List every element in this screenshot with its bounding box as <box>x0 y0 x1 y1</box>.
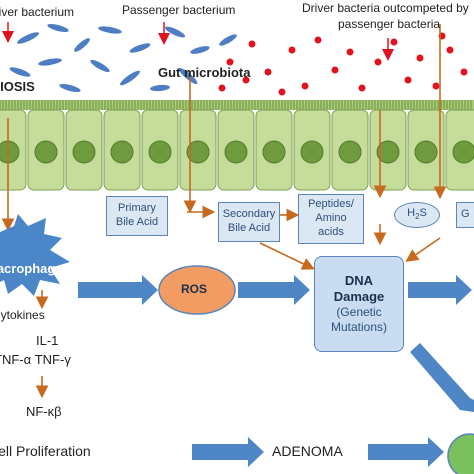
gut-microbiota-label: Gut microbiota <box>158 65 251 80</box>
epithelial-layer <box>0 100 474 191</box>
tnf-label: TNF-α TNF-γ <box>0 352 71 367</box>
right-cut-box: G <box>456 202 474 228</box>
peptides-amino-acids-box: Peptides/ Amino acids <box>298 194 364 244</box>
driver-outcompeted-label-1: Driver bacteria outcompeted by <box>302 1 469 15</box>
nfkb-label: NF-κβ <box>26 404 62 419</box>
cell-nucleus <box>414 140 438 164</box>
secondary-bile-acid-line-2: Bile Acid <box>227 222 271 234</box>
peptides-line-2: Amino <box>315 212 347 225</box>
secondary-bile-acid-line-1: Secondary <box>222 208 276 221</box>
il1-label: IL-1 <box>36 333 59 348</box>
passenger-bacteria-cluster <box>9 23 237 93</box>
cell-nucleus <box>262 140 286 164</box>
h2s-label: H2S <box>407 207 427 222</box>
macrophage-shape <box>0 214 70 296</box>
primary-bile-acid-line-2: Bile Acid <box>115 216 159 228</box>
cell-nucleus <box>376 140 400 164</box>
cell-nucleus <box>224 140 248 164</box>
cell-nucleus <box>0 140 20 164</box>
right-cut-label: G <box>461 208 470 221</box>
cytokines-label: Cytokines <box>0 308 45 322</box>
cell-nucleus <box>34 140 58 164</box>
driver-bacteria-cluster <box>218 32 468 96</box>
peptides-line-1: Peptides/ <box>308 198 354 211</box>
peptides-line-3: acids <box>318 225 344 238</box>
cell-nucleus <box>452 140 474 164</box>
cell-nucleus <box>148 140 172 164</box>
cell-nucleus <box>300 140 324 164</box>
driver-outcompeted-label-2: passenger bacteria <box>338 17 441 31</box>
primary-bile-acid-box: Primary Bile Acid <box>106 196 168 236</box>
dna-damage-sub-2: Mutations) <box>330 320 388 335</box>
cell-proliferation-label: Cell Proliferation <box>0 443 91 459</box>
passenger-bacterium-label: Passenger bacterium <box>122 3 236 17</box>
adenoma-label: ADENOMA <box>272 443 343 459</box>
dysbiosis-label: DYSBIOSIS <box>0 79 35 94</box>
cell-nucleus <box>186 140 210 164</box>
cell-nucleus <box>72 140 96 164</box>
secondary-bile-acid-box: Secondary Bile Acid <box>218 202 280 242</box>
macrophage-label: Macrophage <box>0 261 63 276</box>
dna-damage-box: DNA Damage (Genetic Mutations) <box>314 256 404 352</box>
pathway-arrows <box>78 275 474 467</box>
h2s-oval: H2S <box>394 202 440 228</box>
cell-nucleus <box>110 140 134 164</box>
ros-circle <box>158 265 236 315</box>
dna-damage-sub-1: (Genetic <box>336 305 382 320</box>
ros-label: ROS <box>181 282 208 296</box>
primary-bile-acid-line-1: Primary <box>118 202 156 215</box>
dna-damage-title: DNA <box>344 272 374 288</box>
driver-bacterium-label: Driver bacterium <box>0 5 75 19</box>
cell-nucleus <box>338 140 362 164</box>
dna-damage-title-2: Damage <box>333 289 385 304</box>
